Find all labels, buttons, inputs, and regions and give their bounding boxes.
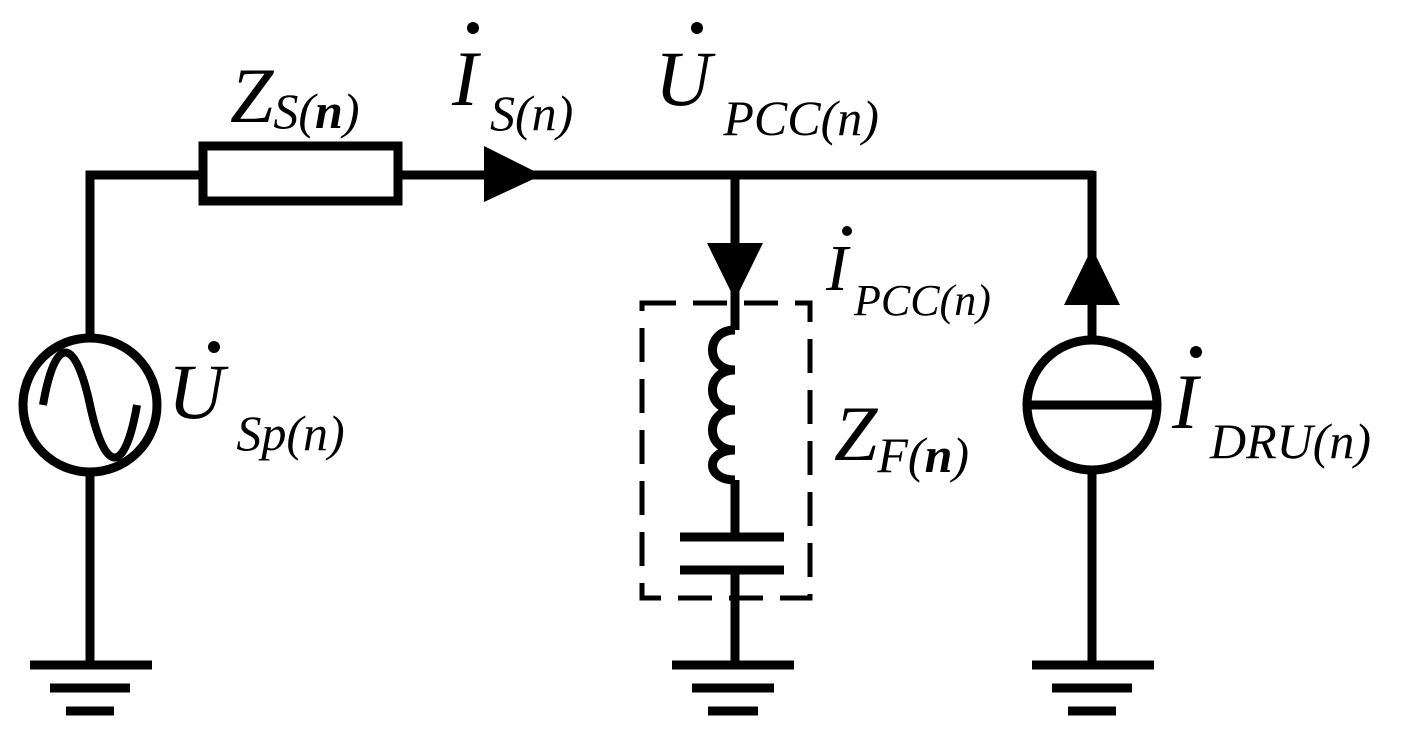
current-source-icon bbox=[1022, 335, 1162, 475]
arrow-up-icon bbox=[1064, 248, 1120, 305]
ground-icon bbox=[672, 660, 794, 716]
phasor-dot bbox=[691, 22, 703, 34]
phasor-dot bbox=[842, 226, 852, 236]
filter-box bbox=[639, 300, 813, 601]
phasor-dot bbox=[208, 341, 220, 353]
ac-voltage-source-icon bbox=[18, 333, 162, 477]
ground-icon bbox=[30, 660, 152, 716]
phasor-dot bbox=[467, 22, 479, 34]
arrow-right-icon bbox=[484, 146, 542, 202]
inductor-icon bbox=[708, 325, 736, 485]
ground-icon bbox=[1032, 660, 1154, 716]
phasor-dot bbox=[1190, 346, 1202, 358]
resistor-box-icon bbox=[198, 141, 403, 206]
capacitor-icon bbox=[680, 532, 784, 575]
label-zf: ZF(n) bbox=[834, 390, 969, 483]
arrow-down-icon bbox=[707, 243, 763, 300]
label-zs: ZS(n) bbox=[230, 52, 360, 139]
